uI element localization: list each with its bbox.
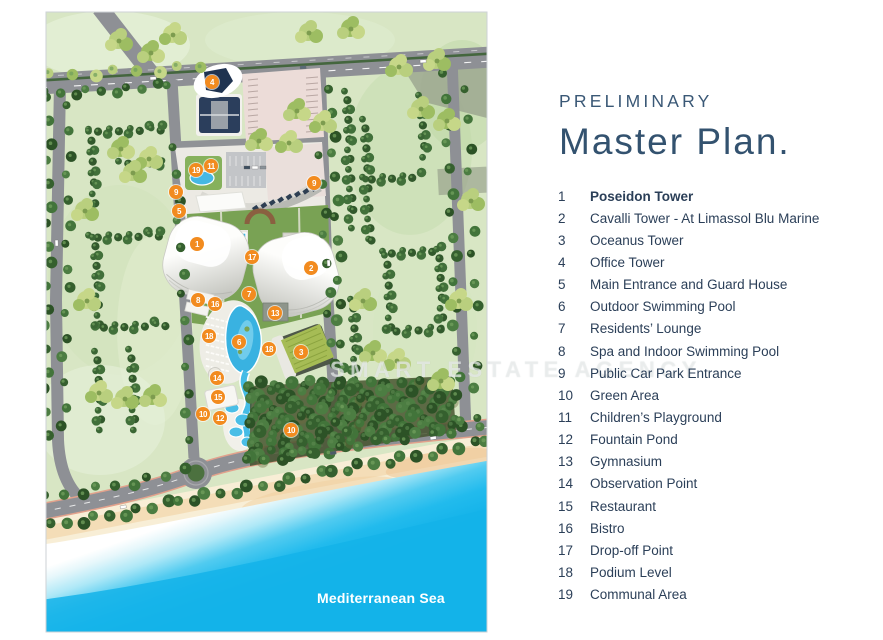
legend-item: 11 Children’s Playground [558, 406, 878, 428]
legend-item-label: Residents’ Lounge [590, 321, 702, 337]
legend-item-label: Office Tower [590, 254, 665, 270]
legend-item-label: Fountain Pond [590, 432, 678, 448]
watermark: SMART ESTATE AGENCY [330, 357, 702, 382]
legend-item-number: 10 [558, 387, 574, 403]
legend-item-label: Children’s Playground [590, 409, 722, 425]
legend-item: 17 Drop-off Point [558, 539, 878, 561]
legend-item: 19 Communal Area [558, 584, 878, 606]
map-marker-9: 9 [169, 185, 183, 199]
legend-item-label: Cavalli Tower - At Limassol Blu Marine [590, 210, 820, 226]
legend-item: 2 Cavalli Tower - At Limassol Blu Marine [558, 207, 878, 229]
map-marker-4: 4 [205, 75, 219, 89]
legend-item-label: Restaurant [590, 498, 657, 514]
map-marker-8: 8 [191, 293, 205, 307]
map-marker-17: 17 [245, 250, 259, 264]
legend-item-number: 8 [558, 343, 566, 359]
legend-item-number: 15 [558, 498, 574, 514]
legend-item-label: Observation Point [590, 476, 698, 492]
legend-item-label: Bistro [590, 520, 625, 536]
legend-item: 15 Restaurant [558, 495, 878, 517]
legend-item: 13 Gymnasium [558, 451, 878, 473]
legend-item-number: 16 [558, 520, 574, 536]
legend-item-number: 11 [558, 409, 573, 425]
legend-item: 12 Fountain Pond [558, 429, 878, 451]
legend-list: 1 Poseidon Tower 2 Cavalli Tower - At Limas… [558, 185, 878, 606]
map-marker-9: 9 [307, 176, 321, 190]
plan-heading: Master Plan. [559, 121, 791, 162]
legend-item-label: Drop-off Point [590, 542, 674, 558]
legend-item: 8 Spa and Indoor Swimming Pool [558, 340, 878, 362]
map-marker-10: 10 [284, 423, 298, 437]
map-marker-1: 1 [190, 237, 204, 251]
legend-item: 1 Poseidon Tower [558, 185, 878, 207]
map-marker-2: 2 [304, 261, 318, 275]
legend-item-number: 9 [558, 365, 566, 381]
legend-item-number: 4 [558, 254, 566, 270]
legend-item-number: 12 [558, 432, 574, 448]
legend-item: 3 Oceanus Tower [558, 229, 878, 251]
sea-label: Mediterranean Sea [317, 590, 445, 606]
legend-item-label: Green Area [590, 387, 660, 403]
legend-item: 16 Bistro [558, 517, 878, 539]
legend-item-number: 14 [558, 476, 574, 492]
map-marker-10: 10 [196, 407, 210, 421]
legend-item-label: Communal Area [590, 587, 687, 603]
legend-item-number: 18 [558, 564, 574, 580]
legend-item-label: Poseidon Tower [590, 188, 694, 204]
plan-eyebrow: PRELIMINARY [559, 91, 713, 111]
map-marker-15: 15 [211, 390, 225, 404]
legend-item: 4 Office Tower [558, 251, 878, 273]
map-marker-7: 7 [242, 287, 256, 301]
legend-item-label: Spa and Indoor Swimming Pool [590, 343, 780, 359]
legend-item-label: Main Entrance and Guard House [590, 277, 788, 293]
legend-item: 18 Podium Level [558, 561, 878, 583]
legend-item-number: 6 [558, 299, 566, 315]
legend-item-number: 19 [558, 587, 574, 603]
map-marker-5: 5 [172, 204, 186, 218]
map-marker-14: 14 [210, 371, 224, 385]
legend-item: 10 Green Area [558, 384, 878, 406]
map-marker-12: 12 [213, 411, 227, 425]
legend-item-number: 2 [558, 210, 566, 226]
legend-item-number: 5 [558, 277, 566, 293]
map-marker-6: 6 [232, 335, 246, 349]
map-marker-3: 3 [294, 345, 308, 359]
legend-item-label: Gymnasium [590, 454, 663, 470]
map-marker-11: 11 [204, 159, 218, 173]
legend-item: 5 Main Entrance and Guard House [558, 274, 878, 296]
legend-item-label: Public Car Park Entrance [590, 365, 742, 381]
legend-item-number: 17 [558, 542, 574, 558]
legend-item-label: Outdoor Swimming Pool [590, 299, 736, 315]
legend-item-label: Podium Level [590, 564, 672, 580]
map-marker-13: 13 [268, 306, 282, 320]
map-marker-18: 18 [202, 329, 216, 343]
map-marker-16: 16 [208, 297, 222, 311]
legend-item: 9 Public Car Park Entrance [558, 362, 878, 384]
legend-item-label: Oceanus Tower [590, 232, 684, 248]
legend-item-number: 1 [558, 188, 566, 204]
legend-item-number: 13 [558, 454, 574, 470]
legend-item: 7 Residents’ Lounge [558, 318, 878, 340]
legend-item: 14 Observation Point [558, 473, 878, 495]
legend-item: 6 Outdoor Swimming Pool [558, 296, 878, 318]
map-marker-19: 19 [189, 163, 203, 177]
title-block: PRELIMINARY Master Plan. [559, 91, 869, 163]
legend-item-number: 3 [558, 232, 566, 248]
legend-item-number: 7 [558, 321, 566, 337]
map-marker-18: 18 [262, 342, 276, 356]
